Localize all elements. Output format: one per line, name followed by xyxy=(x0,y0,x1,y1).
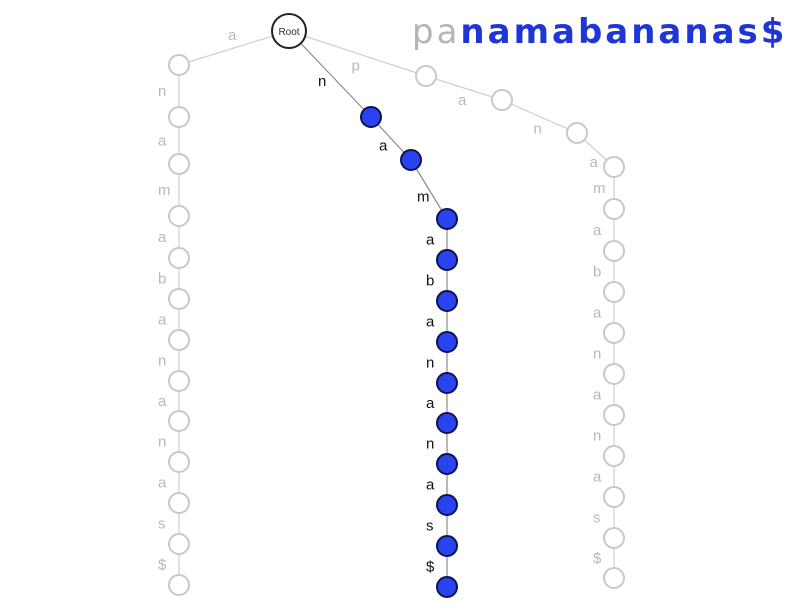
title-prefix: pa xyxy=(412,12,461,52)
middle-edge-2 xyxy=(410,159,448,220)
middle-node-10 xyxy=(436,535,458,557)
middle-node-2 xyxy=(436,208,458,230)
left-node-4 xyxy=(168,247,190,269)
right-node-8 xyxy=(603,363,625,385)
right-node-10 xyxy=(603,445,625,467)
right-edge-label-1: a xyxy=(458,92,467,109)
left-node-12 xyxy=(168,574,190,596)
middle-edge-label-2: m xyxy=(417,189,430,206)
right-node-11 xyxy=(603,486,625,508)
left-node-0 xyxy=(168,54,190,76)
string-title: panamabananas$ xyxy=(412,12,787,52)
trie-nodes: Root xyxy=(168,13,625,598)
middle-node-8 xyxy=(436,453,458,475)
root-label: Root xyxy=(278,27,299,38)
right-edge-label-11: a xyxy=(593,469,602,486)
left-edge-label-2: a xyxy=(158,133,167,150)
middle-edge-label-8: n xyxy=(426,436,434,453)
right-edge-label-13: $ xyxy=(593,550,602,567)
middle-node-6 xyxy=(436,372,458,394)
left-edge-label-6: a xyxy=(158,312,167,329)
right-edge-1 xyxy=(425,75,503,101)
middle-node-4 xyxy=(436,290,458,312)
right-edge-label-12: s xyxy=(593,510,601,527)
middle-node-11 xyxy=(436,576,458,598)
left-node-2 xyxy=(168,153,190,175)
left-edge-label-4: a xyxy=(158,229,167,246)
middle-edge-label-9: a xyxy=(426,477,435,494)
left-edge-label-11: s xyxy=(158,516,166,533)
right-node-4 xyxy=(603,198,625,220)
right-edge-label-2: n xyxy=(534,121,542,138)
right-node-6 xyxy=(603,281,625,303)
left-node-6 xyxy=(168,329,190,351)
left-node-5 xyxy=(168,288,190,310)
left-edge-label-1: n xyxy=(158,83,166,100)
left-node-7 xyxy=(168,370,190,392)
middle-node-3 xyxy=(436,249,458,271)
right-node-12 xyxy=(603,527,625,549)
left-edge-label-10: a xyxy=(158,475,167,492)
middle-edge-label-7: a xyxy=(426,395,435,412)
middle-node-1 xyxy=(400,149,422,171)
left-edge-label-7: n xyxy=(158,353,166,370)
left-edge-0 xyxy=(178,30,290,66)
middle-edge-label-11: $ xyxy=(426,559,435,576)
left-node-1 xyxy=(168,106,190,128)
left-edge-label-8: a xyxy=(158,393,167,410)
left-edge-label-5: b xyxy=(158,271,166,288)
root-node xyxy=(271,13,307,49)
right-edge-label-9: a xyxy=(593,387,602,404)
right-edge-label-7: a xyxy=(593,305,602,322)
left-node-3 xyxy=(168,205,190,227)
right-edge-label-8: n xyxy=(593,346,601,363)
middle-node-7 xyxy=(436,412,458,434)
right-node-0 xyxy=(415,65,437,87)
left-edge-label-3: m xyxy=(158,182,171,199)
middle-edge-label-6: n xyxy=(426,355,434,372)
right-node-1 xyxy=(491,89,513,111)
right-node-2 xyxy=(566,122,588,144)
middle-edge-label-3: a xyxy=(426,232,435,249)
edge-labels: anamabananas$panamabananas$namabananas$ xyxy=(158,27,606,576)
middle-edge-label-5: a xyxy=(426,314,435,331)
right-node-7 xyxy=(603,322,625,344)
middle-node-0 xyxy=(360,106,382,128)
title-suffix: namabananas$ xyxy=(460,12,788,52)
trie-edges xyxy=(178,30,615,587)
right-edge-label-0: p xyxy=(352,58,360,75)
right-node-3 xyxy=(603,156,625,178)
middle-edge-label-4: b xyxy=(426,273,434,290)
right-node-9 xyxy=(603,404,625,426)
middle-edge-label-1: a xyxy=(379,138,388,155)
middle-node-5 xyxy=(436,331,458,353)
middle-edge-0 xyxy=(288,30,372,118)
left-edge-label-0: a xyxy=(228,27,237,44)
middle-edge-label-10: s xyxy=(426,518,434,535)
right-edge-0 xyxy=(288,30,427,77)
left-node-11 xyxy=(168,533,190,555)
right-edge-label-10: n xyxy=(593,428,601,445)
right-edge-label-5: a xyxy=(593,222,602,239)
left-node-8 xyxy=(168,410,190,432)
right-edge-label-6: b xyxy=(593,264,601,281)
right-node-5 xyxy=(603,240,625,262)
left-edge-label-12: $ xyxy=(158,557,167,574)
middle-edge-label-0: n xyxy=(318,73,326,90)
right-edge-label-4: m xyxy=(593,180,606,197)
right-node-13 xyxy=(603,567,625,589)
right-edge-2 xyxy=(501,99,578,134)
left-node-9 xyxy=(168,451,190,473)
right-edge-label-3: a xyxy=(590,154,599,171)
left-edge-label-9: n xyxy=(158,434,166,451)
left-node-10 xyxy=(168,492,190,514)
middle-node-9 xyxy=(436,494,458,516)
